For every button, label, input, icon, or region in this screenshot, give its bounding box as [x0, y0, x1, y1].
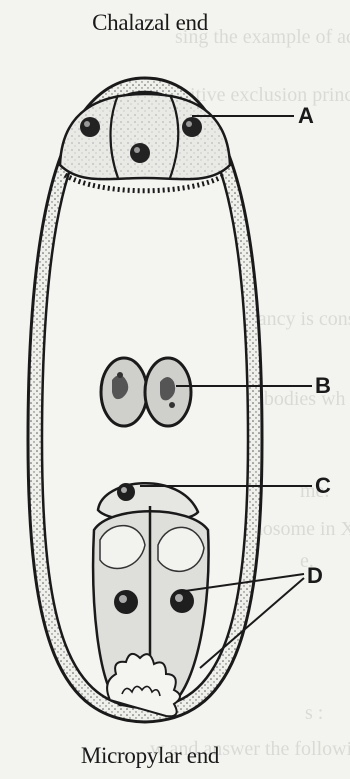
label-a: A [298, 103, 314, 129]
label-d: D [307, 563, 323, 589]
label-b: B [315, 373, 331, 399]
antipodal-cells [60, 94, 230, 191]
label-c: C [315, 473, 331, 499]
